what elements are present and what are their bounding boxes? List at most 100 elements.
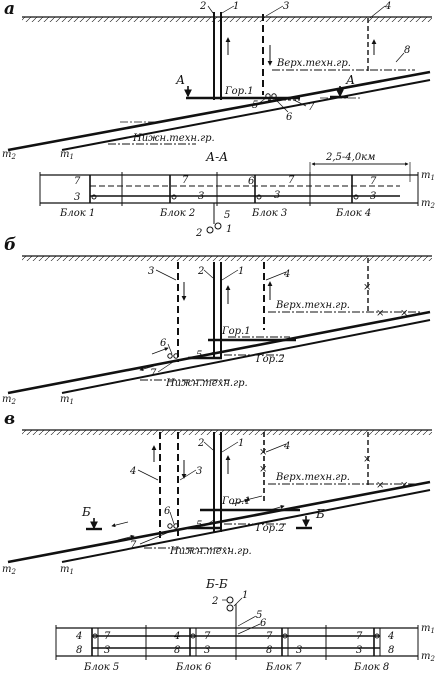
level-2-label: Гор.2: [255, 354, 285, 365]
cross-mark: ×: [363, 282, 371, 293]
section-label-a-left: А: [175, 73, 185, 87]
level-1-label: Гор.1: [221, 496, 251, 507]
flow-arrow: [231, 498, 249, 505]
gate-marker: [173, 353, 179, 359]
seam-m2: [7, 70, 431, 152]
seam-m2-label: m2: [2, 149, 16, 161]
num-label: 2: [197, 438, 204, 449]
flow-arrow: [269, 504, 285, 511]
seam-m1-label: m1: [421, 170, 435, 182]
panel-v: в × × × × × Б Б: [2, 409, 432, 576]
section-label-b-left: Б: [81, 505, 91, 519]
leader: [167, 343, 173, 355]
num-label: 8: [174, 645, 180, 656]
panel-b: б × × × 3 2 1: [2, 235, 432, 406]
lower-boundary-label: Нижн.техн.гр.: [165, 378, 248, 389]
num-label: 4: [75, 631, 82, 642]
num-label: 4: [387, 631, 394, 642]
num-label: 3: [296, 645, 302, 656]
num-label: 7: [356, 631, 363, 642]
upper-boundary-label: Верх.техн.гр.: [276, 58, 351, 69]
lower-boundary-label: Нижн.техн.гр.: [132, 133, 215, 144]
num-label: 1: [226, 224, 232, 235]
num-label: 8: [388, 645, 394, 656]
num-label: 1: [242, 590, 248, 601]
seam-m2: [7, 310, 431, 395]
num-label: 7: [104, 631, 111, 642]
surface-hatch: [22, 256, 432, 261]
gate-marker: [282, 633, 288, 639]
gate-marker: [256, 194, 262, 200]
block-label: Блок 6: [175, 662, 212, 673]
num-label: 7: [182, 175, 189, 186]
num-label: 5: [196, 350, 202, 361]
cross-mark: ×: [363, 454, 371, 465]
leader: [137, 469, 159, 481]
num-label: 4: [283, 269, 290, 280]
num-label: 3: [204, 645, 210, 656]
gate-marker: [171, 194, 177, 200]
panel-b-letter: б: [4, 235, 16, 255]
level-1-label: Гор.1: [224, 86, 254, 97]
num-label: 4: [129, 466, 136, 477]
num-label: 2: [195, 228, 202, 239]
num-label: 1: [233, 1, 239, 12]
num-label: 2: [197, 266, 204, 277]
block-label: Блок 4: [335, 208, 371, 219]
seam-m2-label: m2: [421, 198, 435, 210]
gate-marker: [190, 633, 196, 639]
num-label: 8: [266, 645, 272, 656]
cross-mark: ×: [259, 447, 267, 458]
surface-hatch: [22, 17, 432, 22]
gate-marker: [92, 633, 98, 639]
block-label: Блок 2: [159, 208, 195, 219]
num-label: 6: [248, 176, 255, 187]
seam-m2-label: m2: [421, 651, 435, 663]
num-label: 3: [274, 190, 280, 201]
num-label: 5: [252, 100, 258, 111]
num-label: 7: [266, 631, 273, 642]
cross-mark: ×: [376, 308, 384, 319]
leader: [179, 469, 197, 481]
upper-boundary-label: Верх.техн.гр.: [275, 472, 350, 483]
seam-m1-label: m1: [60, 564, 74, 576]
seam-m1-label: m1: [421, 623, 435, 635]
section-aa: А-А 2,5-4,0км 7 3 7 3 6 7: [39, 150, 435, 239]
block-label: Блок 5: [83, 662, 119, 673]
shaft-1-circle: [214, 222, 222, 230]
panel-v-letter: в: [4, 409, 15, 429]
cross-mark: ×: [400, 480, 408, 491]
leader: [207, 5, 214, 14]
leader: [233, 597, 243, 607]
section-label-b-right: Б: [315, 507, 325, 521]
num-label: 2: [211, 596, 218, 607]
surface-hatch: [22, 430, 432, 435]
gate-marker: [167, 353, 173, 359]
seam-m2-label: m2: [2, 394, 16, 406]
shaft-2-circle: [206, 226, 214, 234]
block-label: Блок 1: [59, 208, 95, 219]
leader: [157, 359, 177, 373]
num-label: 7: [130, 540, 137, 551]
num-label: 3: [370, 191, 376, 202]
leader: [203, 351, 215, 357]
leader: [257, 97, 267, 105]
leader: [203, 441, 214, 451]
gate-marker: [353, 194, 359, 200]
flow-arrow: [245, 495, 263, 502]
num-label: 3: [74, 192, 80, 203]
gate-marker: [265, 93, 271, 99]
num-label: 8: [76, 645, 82, 656]
num-label: 5: [256, 610, 262, 621]
seam-m2: [7, 480, 431, 564]
block-label: Блок 8: [353, 662, 389, 673]
seam-m2-label: m2: [2, 564, 16, 576]
num-label: 1: [238, 266, 244, 277]
leader: [203, 519, 215, 527]
num-label: 3: [283, 1, 289, 12]
leader: [395, 52, 405, 63]
num-label: 7: [150, 368, 157, 379]
flow-arrow: [111, 521, 129, 528]
gate-marker: [173, 523, 179, 529]
